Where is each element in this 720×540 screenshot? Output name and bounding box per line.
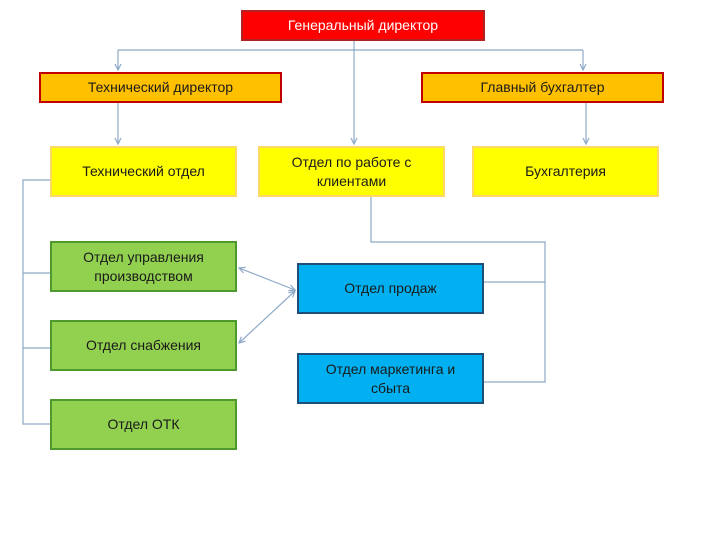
node-marketing-department-label: Отдел маркетинга и сбыта — [325, 360, 456, 396]
node-chief-accountant: Главный бухгалтер — [421, 72, 664, 103]
node-sales-department-label: Отдел продаж — [344, 280, 437, 297]
node-client-department: Отдел по работе с клиентами — [258, 146, 445, 197]
connector-clientdept-bracket — [370, 197, 546, 383]
node-chief-accountant-label: Главный бухгалтер — [480, 79, 605, 96]
node-sales-department: Отдел продаж — [297, 263, 484, 314]
arrow-supply-sales — [239, 291, 295, 343]
arrow-prodmgmt-sales — [239, 268, 295, 290]
node-technical-department: Технический отдел — [50, 146, 237, 197]
connector-techdept-bracket — [22, 179, 50, 425]
node-production-management: Отдел управления производством — [50, 241, 237, 292]
node-technical-director: Технический директор — [39, 72, 282, 103]
node-general-director-label: Генеральный директор — [287, 17, 439, 34]
node-supply-department: Отдел снабжения — [50, 320, 237, 371]
node-otk-department: Отдел ОТК — [50, 399, 237, 450]
node-supply-department-label: Отдел снабжения — [85, 337, 202, 354]
node-technical-department-label: Технический отдел — [82, 163, 205, 180]
node-technical-director-label: Технический директор — [87, 79, 234, 96]
node-otk-department-label: Отдел ОТК — [107, 416, 180, 433]
node-accounting-label: Бухгалтерия — [525, 163, 606, 180]
node-accounting: Бухгалтерия — [472, 146, 659, 197]
node-production-management-label: Отдел управления производством — [83, 248, 204, 284]
node-marketing-department: Отдел маркетинга и сбыта — [297, 353, 484, 404]
node-client-department-label: Отдел по работе с клиентами — [291, 153, 412, 189]
node-general-director: Генеральный директор — [241, 10, 485, 41]
